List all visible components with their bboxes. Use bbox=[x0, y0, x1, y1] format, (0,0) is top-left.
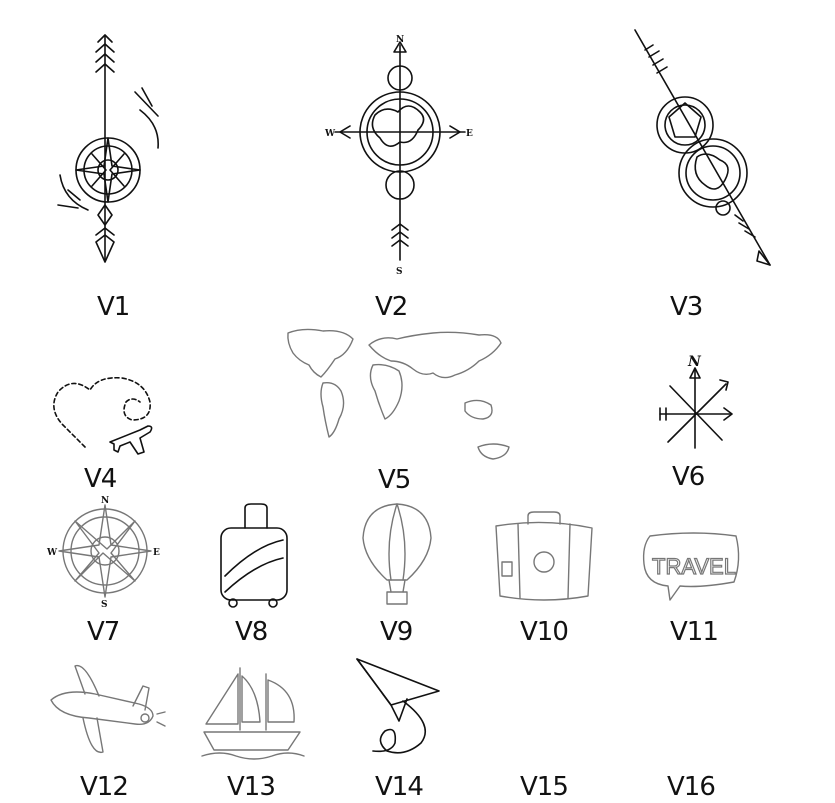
design-v9[interactable]: V9 bbox=[355, 500, 445, 650]
design-v10[interactable]: V10 bbox=[490, 510, 600, 650]
design-label: V15 bbox=[520, 772, 569, 802]
design-v1[interactable]: V1 bbox=[40, 30, 180, 335]
design-label: V2 bbox=[375, 292, 408, 322]
airplane-icon bbox=[50, 664, 166, 754]
design-label: V7 bbox=[87, 617, 120, 647]
crossed-arrows-icon: N bbox=[659, 354, 733, 449]
suitcase-vintage-icon bbox=[495, 511, 593, 601]
north-mark: N bbox=[687, 354, 702, 370]
dashed-heart-airplane-icon bbox=[53, 376, 153, 455]
design-label: V12 bbox=[80, 772, 129, 802]
design-v15[interactable]: V15 bbox=[500, 760, 600, 803]
design-v7[interactable]: N W E S V7 bbox=[45, 495, 165, 650]
design-v5[interactable]: V5 bbox=[283, 325, 523, 495]
south-letter: S bbox=[396, 267, 403, 277]
design-label: V6 bbox=[672, 462, 705, 492]
design-v11[interactable]: TRAVEL V11 bbox=[640, 530, 750, 650]
design-v4[interactable]: V4 bbox=[40, 372, 180, 497]
design-label: V13 bbox=[227, 772, 276, 802]
hot-air-balloon-icon bbox=[362, 503, 432, 605]
design-v13[interactable]: V13 bbox=[200, 660, 310, 803]
world-map-icon bbox=[287, 328, 510, 460]
design-v3[interactable]: V3 bbox=[625, 25, 785, 330]
design-label: V14 bbox=[375, 772, 424, 802]
compass-arrow-icon bbox=[57, 34, 159, 263]
east-letter: E bbox=[153, 548, 160, 558]
design-v12[interactable]: V12 bbox=[45, 660, 166, 803]
north-letter: N bbox=[101, 496, 109, 506]
design-label: V9 bbox=[380, 617, 413, 647]
design-label: V1 bbox=[97, 292, 130, 322]
design-v8[interactable]: V8 bbox=[215, 500, 295, 650]
compass-globe-icon: N W E S bbox=[324, 35, 473, 277]
compass-rose-icon: N W E S bbox=[46, 496, 160, 610]
design-label: V11 bbox=[670, 617, 719, 647]
south-letter: S bbox=[101, 600, 108, 610]
paper-plane-icon bbox=[356, 658, 440, 754]
north-letter: N bbox=[396, 35, 404, 45]
design-label: V10 bbox=[520, 617, 569, 647]
east-letter: E bbox=[466, 129, 473, 139]
design-v2[interactable]: N W E S V2 bbox=[320, 30, 480, 335]
design-label: V3 bbox=[670, 292, 703, 322]
design-label: V16 bbox=[667, 772, 716, 802]
west-letter: W bbox=[324, 129, 336, 139]
bubble-text: TRAVEL bbox=[652, 554, 736, 579]
diagonal-globe-arrow-icon bbox=[634, 29, 771, 266]
design-v14[interactable]: V14 bbox=[345, 655, 455, 803]
design-v16[interactable]: V16 bbox=[645, 760, 745, 803]
speech-bubble-icon: TRAVEL bbox=[642, 532, 740, 601]
design-label: V8 bbox=[235, 617, 268, 647]
west-letter: W bbox=[46, 548, 58, 558]
design-v6[interactable]: N V6 bbox=[650, 350, 750, 495]
suitcase-roller-icon bbox=[220, 503, 288, 608]
sailboat-icon bbox=[201, 667, 305, 760]
design-label: V5 bbox=[378, 465, 411, 495]
design-label: V4 bbox=[84, 464, 117, 494]
